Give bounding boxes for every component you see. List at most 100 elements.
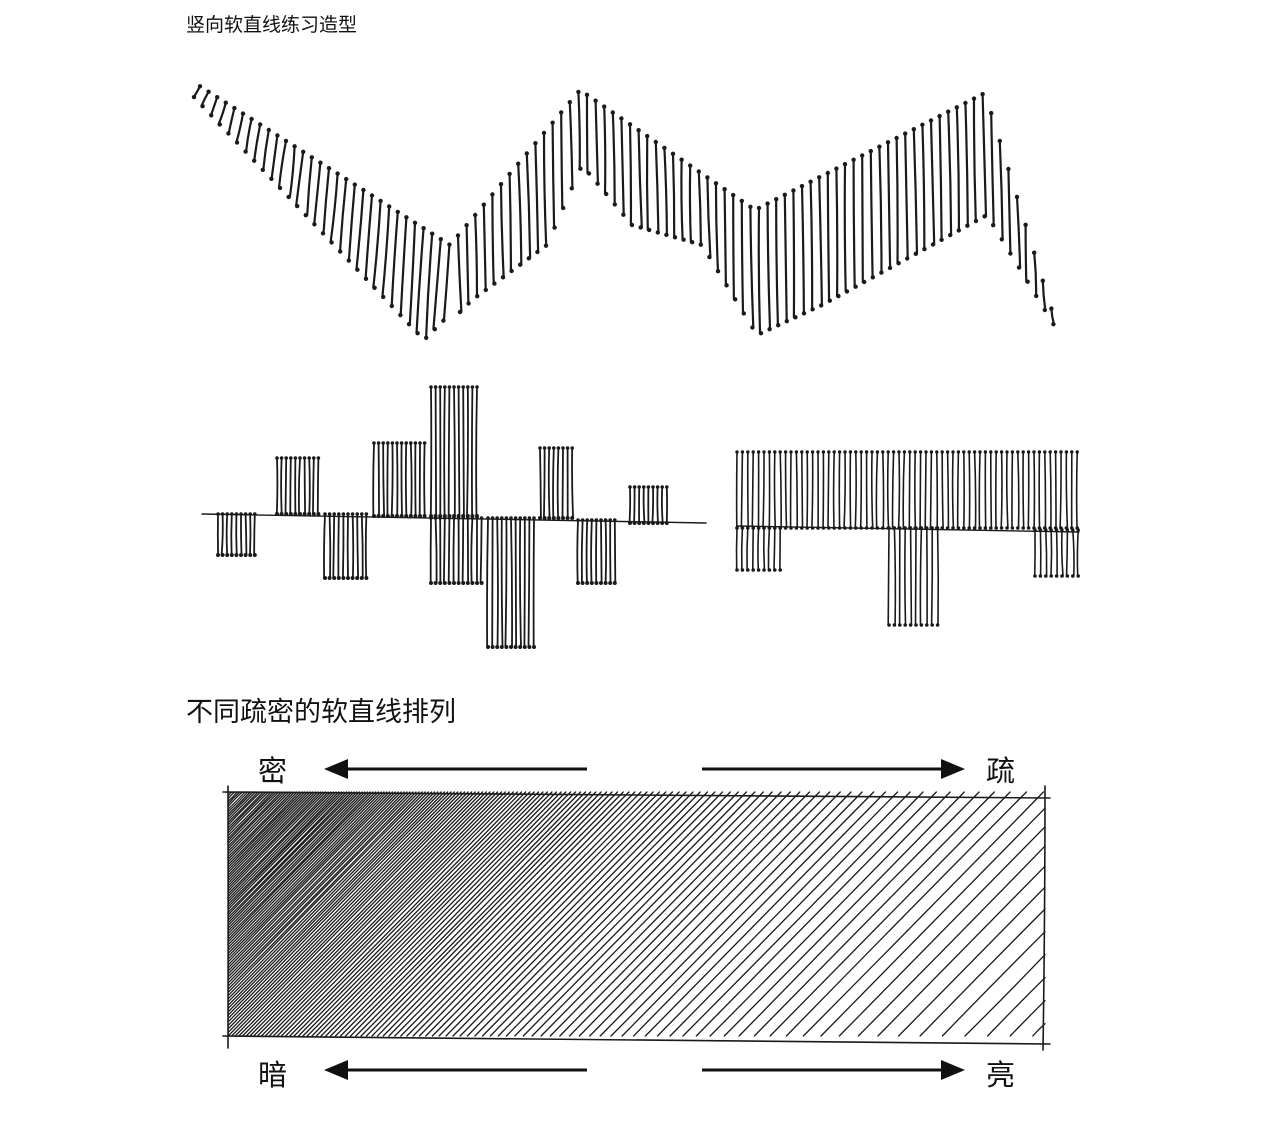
- step-stroke: [470, 517, 474, 584]
- step-stroke: [323, 513, 326, 579]
- step-stroke-end: [929, 450, 934, 454]
- hatch-line: [227, 791, 264, 829]
- hatch-line: [289, 791, 531, 1037]
- hatch-line: [334, 791, 577, 1037]
- zigzag-stroke: [313, 161, 322, 226]
- step-stroke-end: [522, 645, 527, 649]
- step-stroke-end: [967, 450, 971, 454]
- zigzag-stroke: [757, 206, 762, 335]
- step-stroke: [280, 457, 283, 515]
- zigzag-stroke-top: [911, 127, 916, 132]
- step-stroke: [447, 386, 451, 517]
- step-stroke-end: [509, 516, 513, 520]
- step-stroke-end: [1044, 528, 1048, 532]
- hatch-line: [489, 791, 731, 1037]
- step-stroke: [919, 451, 922, 529]
- step-stroke-end: [279, 512, 284, 516]
- step-stroke-end: [248, 553, 253, 557]
- step-stroke-end: [935, 623, 940, 627]
- zigzag-stroke-bottom: [535, 249, 540, 255]
- zigzag-stroke-top: [860, 153, 865, 158]
- zigzag-stroke-bottom: [913, 251, 918, 256]
- step-stroke: [897, 451, 901, 529]
- step-stroke-end: [887, 623, 891, 627]
- hatch-line: [227, 791, 442, 1010]
- hatch-line: [452, 791, 694, 1037]
- step-stroke: [443, 386, 446, 517]
- step-stroke-end: [859, 526, 863, 530]
- step-stroke: [1017, 451, 1020, 529]
- step-stroke-end: [740, 450, 745, 454]
- hatch-line: [227, 791, 296, 861]
- step-stroke-end: [989, 526, 993, 530]
- zigzag-stroke: [329, 172, 339, 244]
- zigzag-stroke-bottom: [441, 318, 446, 323]
- zigzag-stroke-bottom: [750, 325, 755, 330]
- hatch-line: [280, 791, 523, 1037]
- zigzag-stroke-top: [550, 120, 555, 125]
- step-stroke-end: [767, 526, 772, 530]
- zigzag-stroke: [688, 164, 692, 244]
- step-stroke: [453, 386, 456, 517]
- step-stroke-end: [843, 450, 847, 454]
- step-stroke-end: [789, 450, 793, 454]
- step-stroke: [443, 517, 446, 584]
- step-stroke-end: [532, 516, 536, 520]
- zigzag-stroke-bottom: [793, 315, 798, 320]
- zigzag-stroke: [783, 193, 788, 323]
- zigzag-stroke-bottom: [483, 287, 488, 293]
- step-stroke-end: [486, 516, 490, 520]
- step-stroke-end: [1071, 574, 1075, 578]
- step-stroke-end: [773, 568, 777, 572]
- zigzag-stroke-bottom: [801, 311, 807, 316]
- step-stroke-end: [854, 526, 858, 530]
- zigzag-stroke-top: [438, 237, 443, 242]
- zigzag-stroke-top: [473, 212, 478, 218]
- step-stroke-end: [253, 512, 257, 516]
- hatch-line: [227, 791, 469, 1037]
- zigzag-stroke-top: [748, 204, 753, 209]
- step-stroke: [773, 451, 777, 529]
- step-stroke-end: [783, 450, 788, 454]
- step-stroke: [909, 527, 913, 626]
- zigzag-stroke: [372, 199, 382, 289]
- step-stroke-end: [355, 576, 360, 580]
- step-stroke-end: [298, 456, 302, 460]
- step-stroke: [409, 442, 413, 517]
- step-stroke-end: [490, 645, 495, 649]
- step-stroke-end: [1043, 450, 1047, 454]
- step-stroke: [854, 451, 857, 529]
- hatch-line: [589, 791, 831, 1037]
- zigzag-stroke: [723, 188, 727, 287]
- zigzag-stroke: [245, 117, 253, 153]
- zigzag-stroke-bottom: [853, 284, 858, 289]
- zigzag-stroke-bottom: [466, 301, 471, 306]
- step-stroke-end: [1010, 526, 1015, 530]
- step-stroke-end: [418, 514, 422, 518]
- step-stroke: [746, 527, 749, 571]
- hatch-line: [481, 791, 724, 1037]
- hatch-line: [227, 791, 459, 1027]
- step-stroke-end: [902, 450, 907, 454]
- zigzag-stroke-top: [997, 138, 1002, 144]
- hatch-line: [919, 908, 1046, 1037]
- zigzag-stroke-bottom: [776, 323, 781, 328]
- step-stroke: [382, 442, 385, 517]
- step-stroke: [561, 447, 564, 519]
- step-stroke-end: [433, 581, 438, 585]
- hatch-line: [406, 791, 648, 1037]
- step-stroke: [390, 442, 394, 517]
- hatch-line: [497, 791, 739, 1037]
- step-stroke-end: [547, 516, 552, 520]
- step-stroke-end: [289, 456, 293, 460]
- hatch-line: [227, 791, 251, 816]
- step-stroke-end: [642, 485, 646, 489]
- step-stroke: [479, 517, 483, 584]
- step-stroke-end: [594, 581, 599, 585]
- step-stroke-end: [832, 526, 836, 530]
- zigzag-stroke-top: [1040, 278, 1046, 283]
- step-stroke-end: [854, 450, 858, 454]
- step-stroke-end: [234, 553, 239, 557]
- step-stroke-end: [288, 512, 293, 516]
- step-stroke-end: [608, 518, 612, 522]
